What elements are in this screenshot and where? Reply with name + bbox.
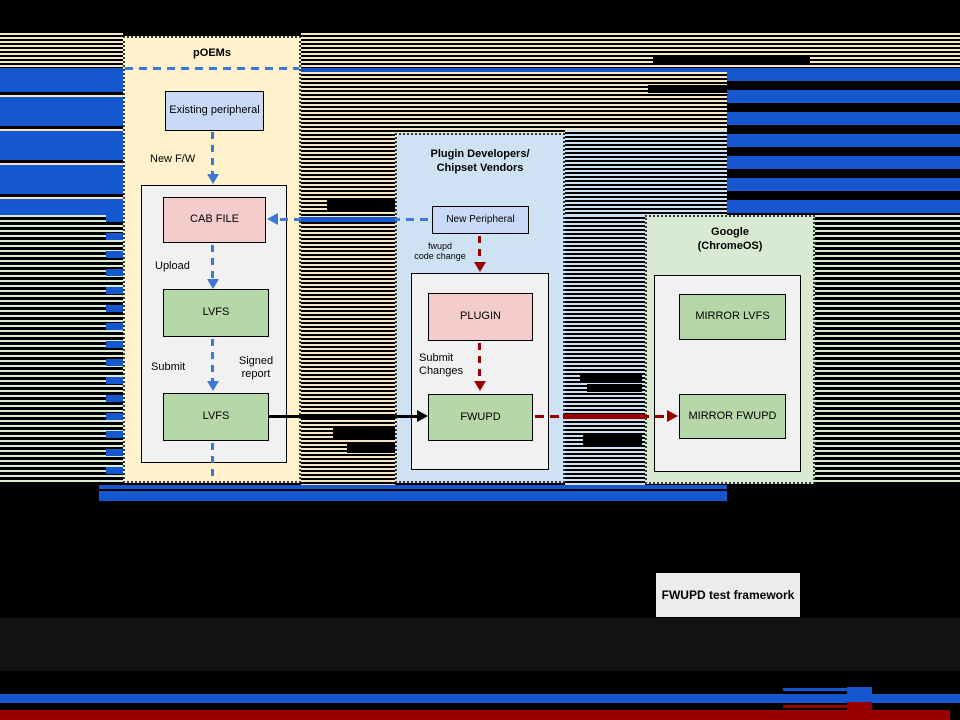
mirror-fwupd-box: MIRROR FWUPD — [679, 394, 786, 439]
glitch-stripes-gap2-mid — [565, 130, 727, 215]
glitch-block — [648, 85, 727, 93]
lvfs-to-fwupd-arrowhead — [417, 410, 428, 422]
legend-blue-dash — [783, 688, 847, 691]
signed-report-label: Signed report — [238, 355, 274, 380]
fwupd-code-change-arrow-line — [478, 236, 481, 264]
glitch-stripes-gap2-top — [565, 72, 727, 130]
legend-red-dash — [783, 705, 847, 708]
submit-label: Submit — [151, 361, 186, 373]
glitch-red-solid-overlay — [563, 414, 645, 419]
glitch-stripes-gap1 — [301, 72, 395, 485]
new-peripheral-to-cab-arrowhead — [267, 213, 278, 225]
glitch-bluebars-right — [727, 68, 960, 215]
glitch-blue-left — [0, 72, 123, 215]
fwupd-code-change-label: fwupd code change — [414, 241, 466, 262]
glitch-stripes-top-left — [0, 33, 123, 68]
glitch-block — [347, 442, 395, 453]
glitch-block — [333, 428, 395, 439]
fwupd-box: FWUPD — [428, 394, 533, 441]
plugin-box: PLUGIN — [428, 293, 533, 341]
glitch-block — [327, 200, 395, 211]
lvfs-to-fwupd-arrow-line — [269, 415, 418, 418]
glitch-block — [587, 384, 642, 392]
glitch-stripes-right-green — [815, 215, 960, 485]
upload-arrow-line — [211, 245, 214, 281]
plugin-title: Plugin Developers/ Chipset Vendors — [430, 148, 530, 175]
submit-changes-label: Submit Changes — [419, 352, 464, 377]
glitch-blue-bar-mid — [99, 491, 727, 501]
glitch-blue-bar-bottom — [0, 694, 960, 703]
glitch-stripes-above-plugin — [395, 72, 565, 133]
glitch-blue-blocks-left — [106, 215, 123, 485]
new-fw-arrowhead — [207, 174, 219, 184]
fwupd-test-framework-box: FWUPD test framework — [656, 573, 800, 617]
glitch-stripes-left-green — [0, 215, 123, 485]
poems-divider-dashed — [125, 67, 299, 70]
submit-arrow-line — [211, 339, 214, 383]
glitch-blue-underline — [99, 485, 727, 489]
glitch-block — [580, 373, 642, 382]
lvfs-upload-box: LVFS — [163, 289, 269, 337]
glitch-dark-band — [0, 618, 960, 671]
glitch-blue-solid-overlay — [301, 217, 395, 222]
glitch-red-bar-bottom — [0, 710, 950, 720]
glitch-block — [583, 435, 642, 446]
submit-arrowhead — [207, 381, 219, 391]
google-title: Google (ChromeOS) — [697, 226, 763, 253]
glitch-stripes-top — [301, 33, 960, 68]
cab-file-box: CAB FILE — [163, 197, 266, 243]
submit-changes-arrowhead — [474, 381, 486, 391]
fwupd-to-mirror-arrowhead — [667, 410, 678, 422]
existing-peripheral-box: Existing peripheral — [165, 91, 264, 131]
upload-label: Upload — [155, 260, 190, 272]
submit-changes-arrow-line — [478, 343, 481, 383]
new-fw-arrow-line — [211, 132, 214, 180]
poems-exit-dashed-line — [211, 443, 214, 482]
glitch-block — [653, 55, 810, 63]
fwupd-code-change-arrowhead — [474, 262, 486, 272]
new-fw-label: New F/W — [150, 153, 196, 165]
lvfs-submit-box: LVFS — [163, 393, 269, 441]
poems-title: pOEMs — [193, 47, 231, 59]
glitch-blue-line-top — [0, 68, 960, 72]
mirror-lvfs-box: MIRROR LVFS — [679, 294, 786, 340]
new-peripheral-box: New Peripheral — [432, 206, 529, 234]
upload-arrowhead — [207, 279, 219, 289]
